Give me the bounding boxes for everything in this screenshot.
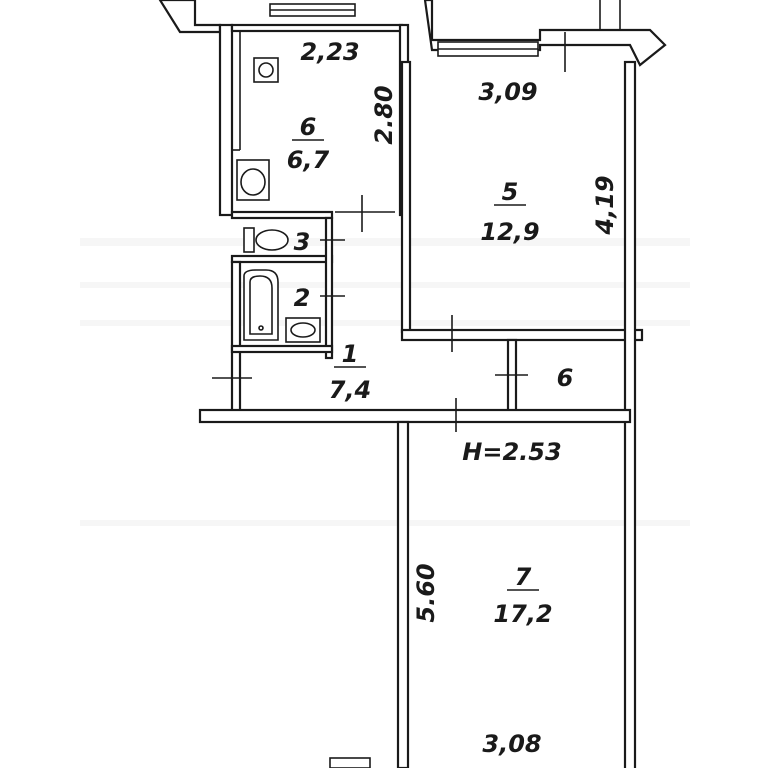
dim-room7-width: 3,08 <box>482 730 541 758</box>
exterior-wall-top-left <box>158 0 222 34</box>
toilet-icon <box>243 227 255 253</box>
dim-room5-width: 3,09 <box>478 78 537 106</box>
dim-kitchen-width: 2,23 <box>300 38 359 66</box>
room5-number: 5 <box>502 178 519 206</box>
bathtub-icon <box>243 269 279 341</box>
background-texture <box>80 238 690 526</box>
door-kitchen <box>335 195 395 232</box>
room5-area: 12,9 <box>480 218 539 246</box>
room6-number: 6 <box>300 113 317 141</box>
dimension-labels: 2,23 2.80 3,09 4,19 H=2.53 5.60 3,08 <box>300 38 619 758</box>
dim-kitchen-depth: 2.80 <box>370 85 398 144</box>
window-kitchen <box>269 3 356 17</box>
room2-number: 2 <box>294 284 311 312</box>
closet-walls <box>495 338 528 416</box>
room7-number: 7 <box>515 563 532 591</box>
kitchen-fixtures <box>236 57 279 201</box>
ceiling-height: H=2.53 <box>462 438 561 466</box>
corridor <box>212 362 252 408</box>
dim-room5-depth: 4,19 <box>591 175 619 235</box>
room1-area: 7,4 <box>329 376 372 404</box>
room6-area: 6,7 <box>287 146 330 174</box>
corridor-bottom-wall <box>198 398 632 432</box>
room7-area: 17,2 <box>493 600 552 628</box>
room1-number: 1 <box>342 340 359 368</box>
exterior-wall-top-right <box>423 0 667 72</box>
dim-room7-depth: 5.60 <box>412 563 440 622</box>
toilet-room <box>230 210 345 360</box>
room7-walls <box>329 420 410 768</box>
closet-number: 6 <box>557 364 574 392</box>
room3-number: 3 <box>294 228 311 256</box>
room-labels: 6 6,7 5 12,9 3 2 1 7,4 6 7 17,2 <box>287 113 574 628</box>
